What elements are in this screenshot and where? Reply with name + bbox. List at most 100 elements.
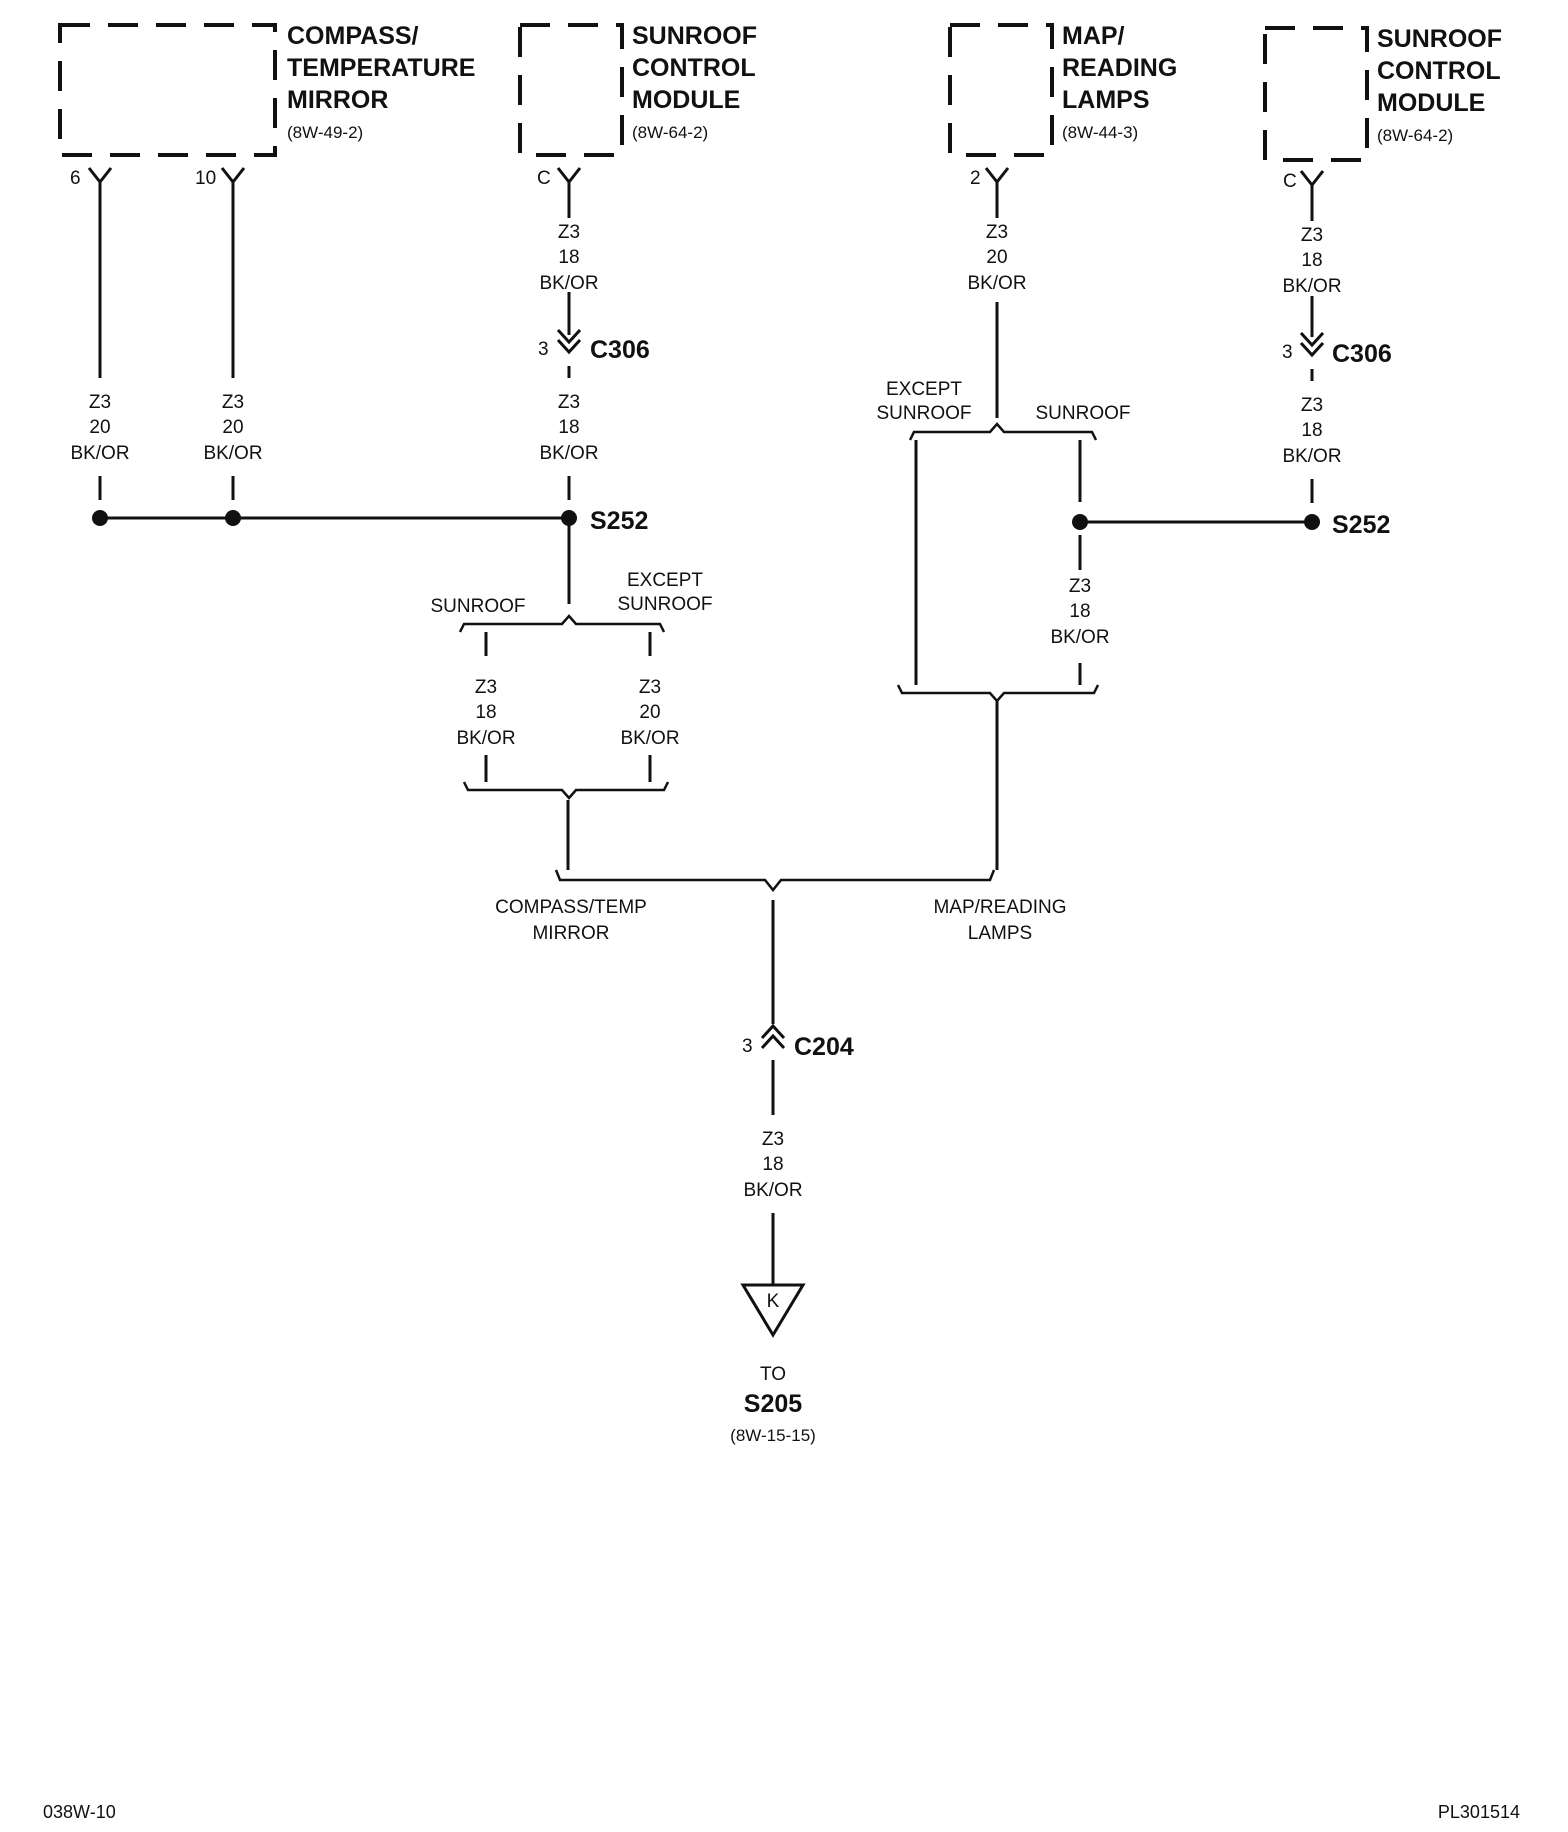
wire-label: Z3 xyxy=(1301,225,1323,246)
wire-label: Z3 xyxy=(558,392,580,413)
component-ref: (8W-44-3) xyxy=(1062,123,1138,142)
reference-triangle-icon xyxy=(740,1283,806,1338)
pin-label: C xyxy=(537,168,551,189)
pin-label: 10 xyxy=(195,168,216,189)
connector-pin: 3 xyxy=(1282,342,1293,363)
component-name-line: TEMPERATURE xyxy=(287,54,475,82)
wire-label: 18 xyxy=(475,702,496,723)
wire-label: BK/OR xyxy=(1050,627,1109,648)
wire-label: Z3 xyxy=(639,677,661,698)
option-label-map: MAP/READING xyxy=(933,897,1066,918)
reference-to: TO xyxy=(760,1364,786,1385)
wires xyxy=(98,196,1314,1285)
wire-label: BK/OR xyxy=(620,728,679,749)
wire-label: BK/OR xyxy=(539,273,598,294)
option-label-sunroof: SUNROOF xyxy=(1036,403,1131,424)
option-label-compass: COMPASS/TEMP xyxy=(495,897,647,918)
option-labels: SUNROOF EXCEPT SUNROOF EXCEPT SUNROOF SU… xyxy=(431,379,1131,944)
wire-label: Z3 xyxy=(762,1129,784,1150)
wire-label: BK/OR xyxy=(1282,276,1341,297)
wire-label: BK/OR xyxy=(539,443,598,464)
option-brace xyxy=(554,869,996,893)
component-box xyxy=(518,23,624,157)
wire-label: Z3 xyxy=(475,677,497,698)
component-box xyxy=(1263,26,1369,162)
component-box xyxy=(58,23,277,157)
wire-label: BK/OR xyxy=(1282,446,1341,467)
wire-label: Z3 xyxy=(986,222,1008,243)
component-sunroof-control-module-left: SUNROOF CONTROL MODULE (8W-64-2) C xyxy=(518,22,757,189)
connector-name: C306 xyxy=(590,336,650,364)
wire-label: 18 xyxy=(1301,250,1322,271)
connector-chevron-icon xyxy=(1299,331,1325,358)
connector-c204: 3 C204 xyxy=(742,1023,854,1061)
component-ref: (8W-49-2) xyxy=(287,123,363,142)
pin-terminal-icon xyxy=(87,167,113,196)
pin-terminal-icon xyxy=(984,167,1010,196)
connector-pin: 3 xyxy=(538,339,549,360)
component-name-line: MAP/ xyxy=(1062,22,1125,50)
component-sunroof-control-module-right: SUNROOF CONTROL MODULE (8W-64-2) C xyxy=(1263,25,1502,192)
footer-right: PL301514 xyxy=(1438,1802,1520,1822)
wire-label: Z3 xyxy=(1301,395,1323,416)
wire-label: BK/OR xyxy=(70,443,129,464)
pin-terminal-icon xyxy=(1299,170,1325,199)
reference-page: (8W-15-15) xyxy=(730,1426,816,1445)
option-brace xyxy=(462,781,670,800)
pin-terminals xyxy=(87,167,1325,199)
reference-splice: S205 xyxy=(744,1390,802,1418)
splice-dot xyxy=(561,510,577,526)
wire-label: 18 xyxy=(558,417,579,438)
splice-dot xyxy=(92,510,108,526)
option-brace xyxy=(908,422,1098,441)
component-ref: (8W-64-2) xyxy=(1377,126,1453,145)
option-braces xyxy=(458,422,1100,893)
component-name-line: CONTROL xyxy=(632,54,756,82)
splice-dot xyxy=(225,510,241,526)
footer-left: 038W-10 xyxy=(43,1802,116,1822)
component-map-reading-lamps: MAP/ READING LAMPS (8W-44-3) 2 xyxy=(948,22,1177,189)
component-name-line: COMPASS/ xyxy=(287,22,419,50)
pin-label: C xyxy=(1283,171,1297,192)
splice-dots xyxy=(92,510,1320,530)
wire-label: 18 xyxy=(558,247,579,268)
option-brace xyxy=(896,684,1100,703)
option-label-compass: MIRROR xyxy=(532,923,609,944)
option-label-map: LAMPS xyxy=(968,923,1032,944)
component-name-line: LAMPS xyxy=(1062,86,1150,114)
splice-dot xyxy=(1304,514,1320,530)
component-name-line: SUNROOF xyxy=(632,22,757,50)
wire-label: BK/OR xyxy=(967,273,1026,294)
component-name-line: MODULE xyxy=(632,86,740,114)
wire-label: 18 xyxy=(1069,601,1090,622)
pin-label: 6 xyxy=(70,168,81,189)
component-ref: (8W-64-2) xyxy=(632,123,708,142)
wire-label: BK/OR xyxy=(456,728,515,749)
splice-label-s252-right: S252 xyxy=(1332,511,1390,539)
wire-label: Z3 xyxy=(1069,576,1091,597)
ground-reference: K TO S205 (8W-15-15) xyxy=(730,1283,816,1445)
option-brace xyxy=(458,614,666,633)
splice-label-s252-left: S252 xyxy=(590,507,648,535)
connector-c306-right: 3 C306 xyxy=(1282,331,1392,368)
reference-symbol: K xyxy=(767,1291,780,1312)
option-label-except: SUNROOF xyxy=(877,403,972,424)
wire-label: 18 xyxy=(762,1154,783,1175)
pin-terminal-icon xyxy=(220,167,246,196)
option-label-except: SUNROOF xyxy=(618,594,713,615)
component-name-line: CONTROL xyxy=(1377,57,1501,85)
pin-label: 2 xyxy=(970,168,981,189)
wire-label: Z3 xyxy=(89,392,111,413)
connector-c306-left: 3 C306 xyxy=(538,328,650,364)
option-label-sunroof: SUNROOF xyxy=(431,596,526,617)
component-name-line: MODULE xyxy=(1377,89,1485,117)
wire-label: Z3 xyxy=(222,392,244,413)
connector-pin: 3 xyxy=(742,1036,753,1057)
wire-label: BK/OR xyxy=(743,1180,802,1201)
component-name-line: READING xyxy=(1062,54,1177,82)
option-label-except: EXCEPT xyxy=(627,570,703,591)
connector-name: C306 xyxy=(1332,340,1392,368)
wire-labels: Z3 20 BK/OR Z3 20 BK/OR Z3 18 BK/OR Z3 1… xyxy=(70,222,1341,1201)
wire-label: 20 xyxy=(89,417,110,438)
